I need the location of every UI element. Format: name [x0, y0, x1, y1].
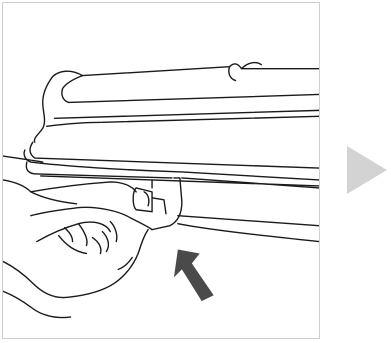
- case-lid: [34, 63, 319, 143]
- step-panel: [2, 2, 320, 339]
- hand: [3, 156, 152, 317]
- next-step-arrow-icon[interactable]: [345, 144, 389, 196]
- step-illustration: [3, 3, 319, 338]
- press-arrow-icon: [174, 250, 214, 302]
- case-body: [24, 142, 319, 188]
- release-latch: [133, 178, 319, 242]
